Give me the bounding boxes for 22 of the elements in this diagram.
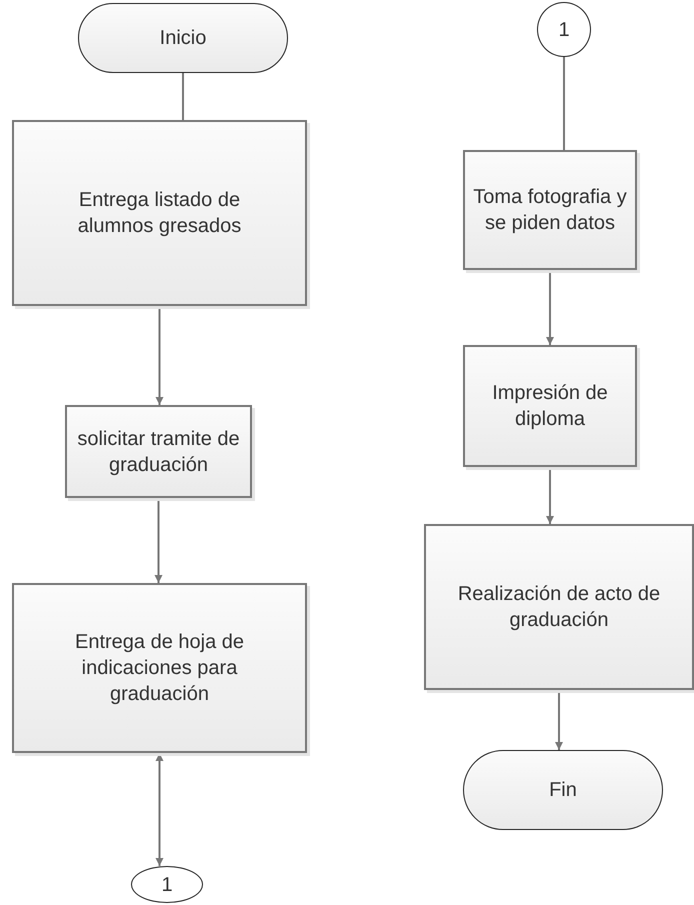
node-label: Fin (548, 778, 578, 803)
arrow (546, 467, 554, 524)
process-box (424, 524, 694, 690)
process-box (463, 150, 637, 270)
arrow (154, 498, 162, 583)
arrow (156, 306, 164, 405)
node-label: 1 (557, 18, 571, 42)
node-label: Impresión de diploma (491, 381, 609, 432)
process-box (12, 120, 307, 306)
node-label: solicitar tramite de graduación (76, 426, 241, 478)
node-label: Realización de acto de graduación (456, 582, 662, 633)
arrow (156, 753, 164, 866)
process-box (12, 583, 307, 753)
node-label: Entrega listado de alumnos gresados (76, 188, 242, 239)
process-box (65, 405, 252, 498)
node-label: Entrega de hoja de indicaciones para graduación (74, 630, 246, 707)
arrow (546, 270, 554, 345)
node-label: 1 (160, 872, 174, 898)
node-label: Toma fotografia y se piden datos (472, 185, 628, 236)
process-box (463, 345, 637, 467)
arrow (555, 690, 563, 750)
node-label: Inicio (158, 26, 208, 51)
